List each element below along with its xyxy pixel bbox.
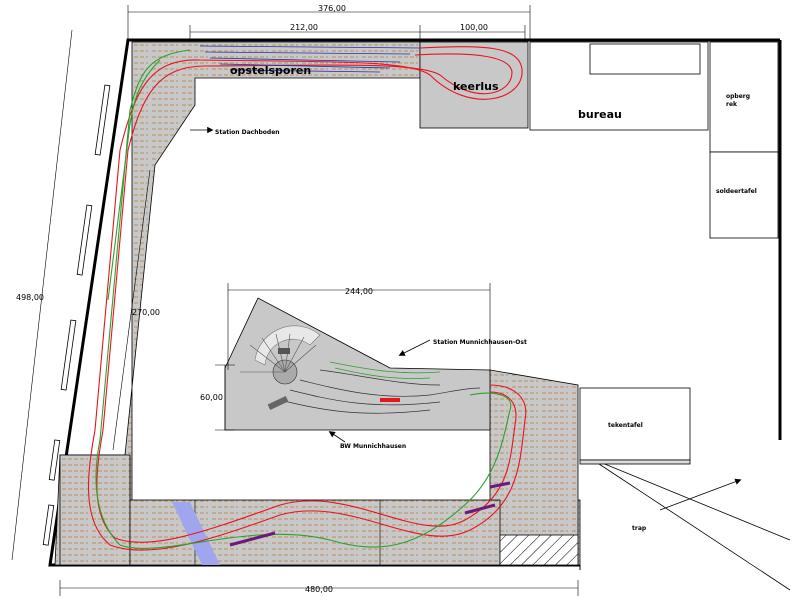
- pointer-arrows: [190, 126, 742, 511]
- label-opstelsporen: opstelsporen: [230, 64, 311, 77]
- label-tekentafel: tekentafel: [608, 422, 643, 429]
- dimension-lines: [11, 5, 579, 596]
- dim-left-total: 498,00: [16, 293, 44, 302]
- dim-bottom-total: 480,00: [305, 585, 333, 594]
- baseboards: [54, 41, 581, 566]
- dim-center-height: 60,00: [200, 393, 223, 402]
- tracks: [88, 45, 527, 551]
- dim-center-width: 244,00: [345, 287, 373, 296]
- label-station-dachboden: Station Dachboden: [215, 129, 280, 136]
- label-keerlus: keerlus: [453, 80, 499, 93]
- dim-top-left: 212,00: [290, 23, 318, 32]
- label-soldeertafel: soldeertafel: [716, 188, 757, 195]
- dim-top-total: 376,00: [318, 4, 346, 13]
- label-rek: rek: [726, 101, 738, 108]
- label-bw-munnichhausen: BW Munnichhausen: [340, 443, 406, 450]
- window-markers: [42, 84, 111, 546]
- label-trap: trap: [632, 525, 647, 532]
- station-munnichhausen: [240, 325, 481, 414]
- furniture: [529, 41, 779, 465]
- dim-left-inner: 270,00: [132, 308, 160, 317]
- label-opberg: opberg: [726, 93, 750, 100]
- dim-top-right: 100,00: [460, 23, 488, 32]
- label-station-munnichhausen-ost: Station Munnichhausen-Ost: [433, 339, 527, 346]
- label-bureau: bureau: [578, 108, 622, 121]
